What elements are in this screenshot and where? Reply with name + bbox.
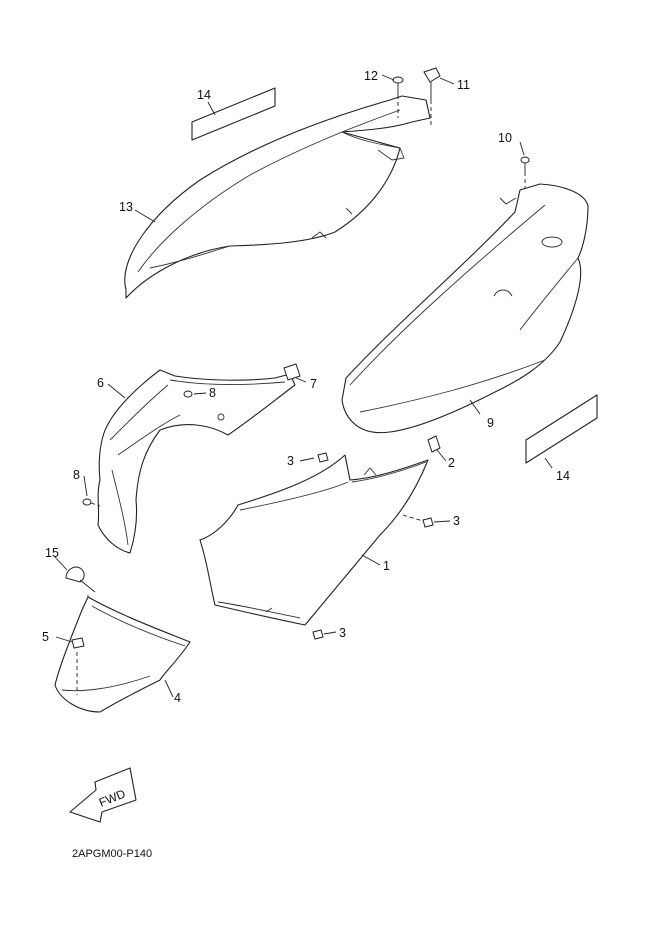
part-10-screw (520, 156, 530, 195)
callout-4: 4 (174, 691, 181, 705)
part-1-side-cover-lower (199, 454, 429, 626)
part-11-side-cover-upper (124, 95, 431, 299)
callout-labels: 14 13 12 11 10 9 14 6 7 8 8 2 3 3 1 3 4 … (42, 69, 570, 705)
callout-13: 11 (457, 78, 470, 92)
callout-14-lower: 14 (556, 469, 570, 483)
callout-2: 2 (448, 456, 455, 470)
part-3-screw-top (317, 452, 329, 463)
callout-6: 6 (97, 376, 104, 390)
part-12-screw (392, 76, 404, 118)
callout-14-upper: 14 (197, 88, 211, 102)
part-14-decal-upper (191, 87, 276, 141)
part-9-side-cover-rear (341, 183, 589, 434)
callout-10: 10 (498, 131, 512, 145)
callout-9: 9 (487, 416, 494, 430)
part-14-decal-lower (525, 394, 598, 464)
part-3-screw-right (402, 514, 434, 528)
callout-11: 13 (119, 200, 133, 214)
part-6-inner-cover (97, 369, 296, 554)
callout-5: 5 (42, 630, 49, 644)
part-3-screw-bottom (312, 629, 324, 640)
callout-8-upper: 8 (209, 386, 216, 400)
part-5-bolt (71, 637, 85, 649)
callout-1: 1 (383, 559, 390, 573)
callout-8-left: 8 (73, 468, 80, 482)
part-13-bolt (423, 67, 441, 125)
part-4-lower-panel (54, 596, 191, 713)
callout-3-right: 3 (453, 514, 460, 528)
callout-7: 7 (310, 377, 317, 391)
callout-15: 15 (45, 546, 59, 560)
diagram-code: 2APGM00-P140 (72, 848, 152, 860)
part-8-screw-left (82, 498, 101, 507)
part-7-clip (283, 363, 301, 381)
part-8-screw-upper (183, 390, 193, 398)
callout-3-top: 3 (287, 454, 294, 468)
callout-3-bottom: 3 (339, 626, 346, 640)
part-2-clip (427, 435, 441, 453)
callout-12: 12 (364, 69, 378, 83)
fwd-arrow-icon: FWD (69, 767, 137, 823)
callout-leaders (54, 74, 553, 698)
